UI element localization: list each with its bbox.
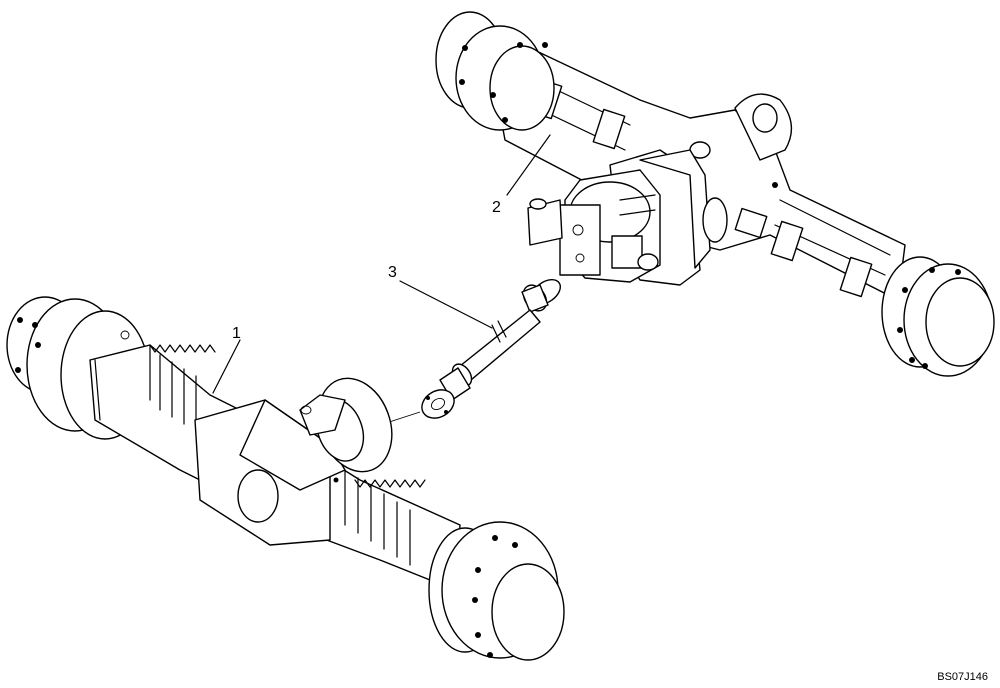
leader-2 [506, 134, 551, 196]
front-axle [6, 296, 565, 661]
callout-1: 1 [232, 325, 241, 342]
rear-axle-right-hub [881, 256, 995, 377]
leader-1 [212, 339, 241, 394]
rear-axle [435, 11, 995, 377]
drawing-reference-code: BS07J146 [937, 671, 988, 683]
callout-2: 2 [492, 199, 501, 216]
callout-3: 3 [388, 264, 397, 281]
gearbox-housing [527, 149, 728, 286]
front-axle-right-hub [428, 521, 565, 661]
drive-shaft [379, 278, 562, 426]
rear-axle-left-hub [435, 11, 555, 131]
leader-3 [399, 280, 493, 329]
front-axle-ribs [149, 344, 426, 566]
